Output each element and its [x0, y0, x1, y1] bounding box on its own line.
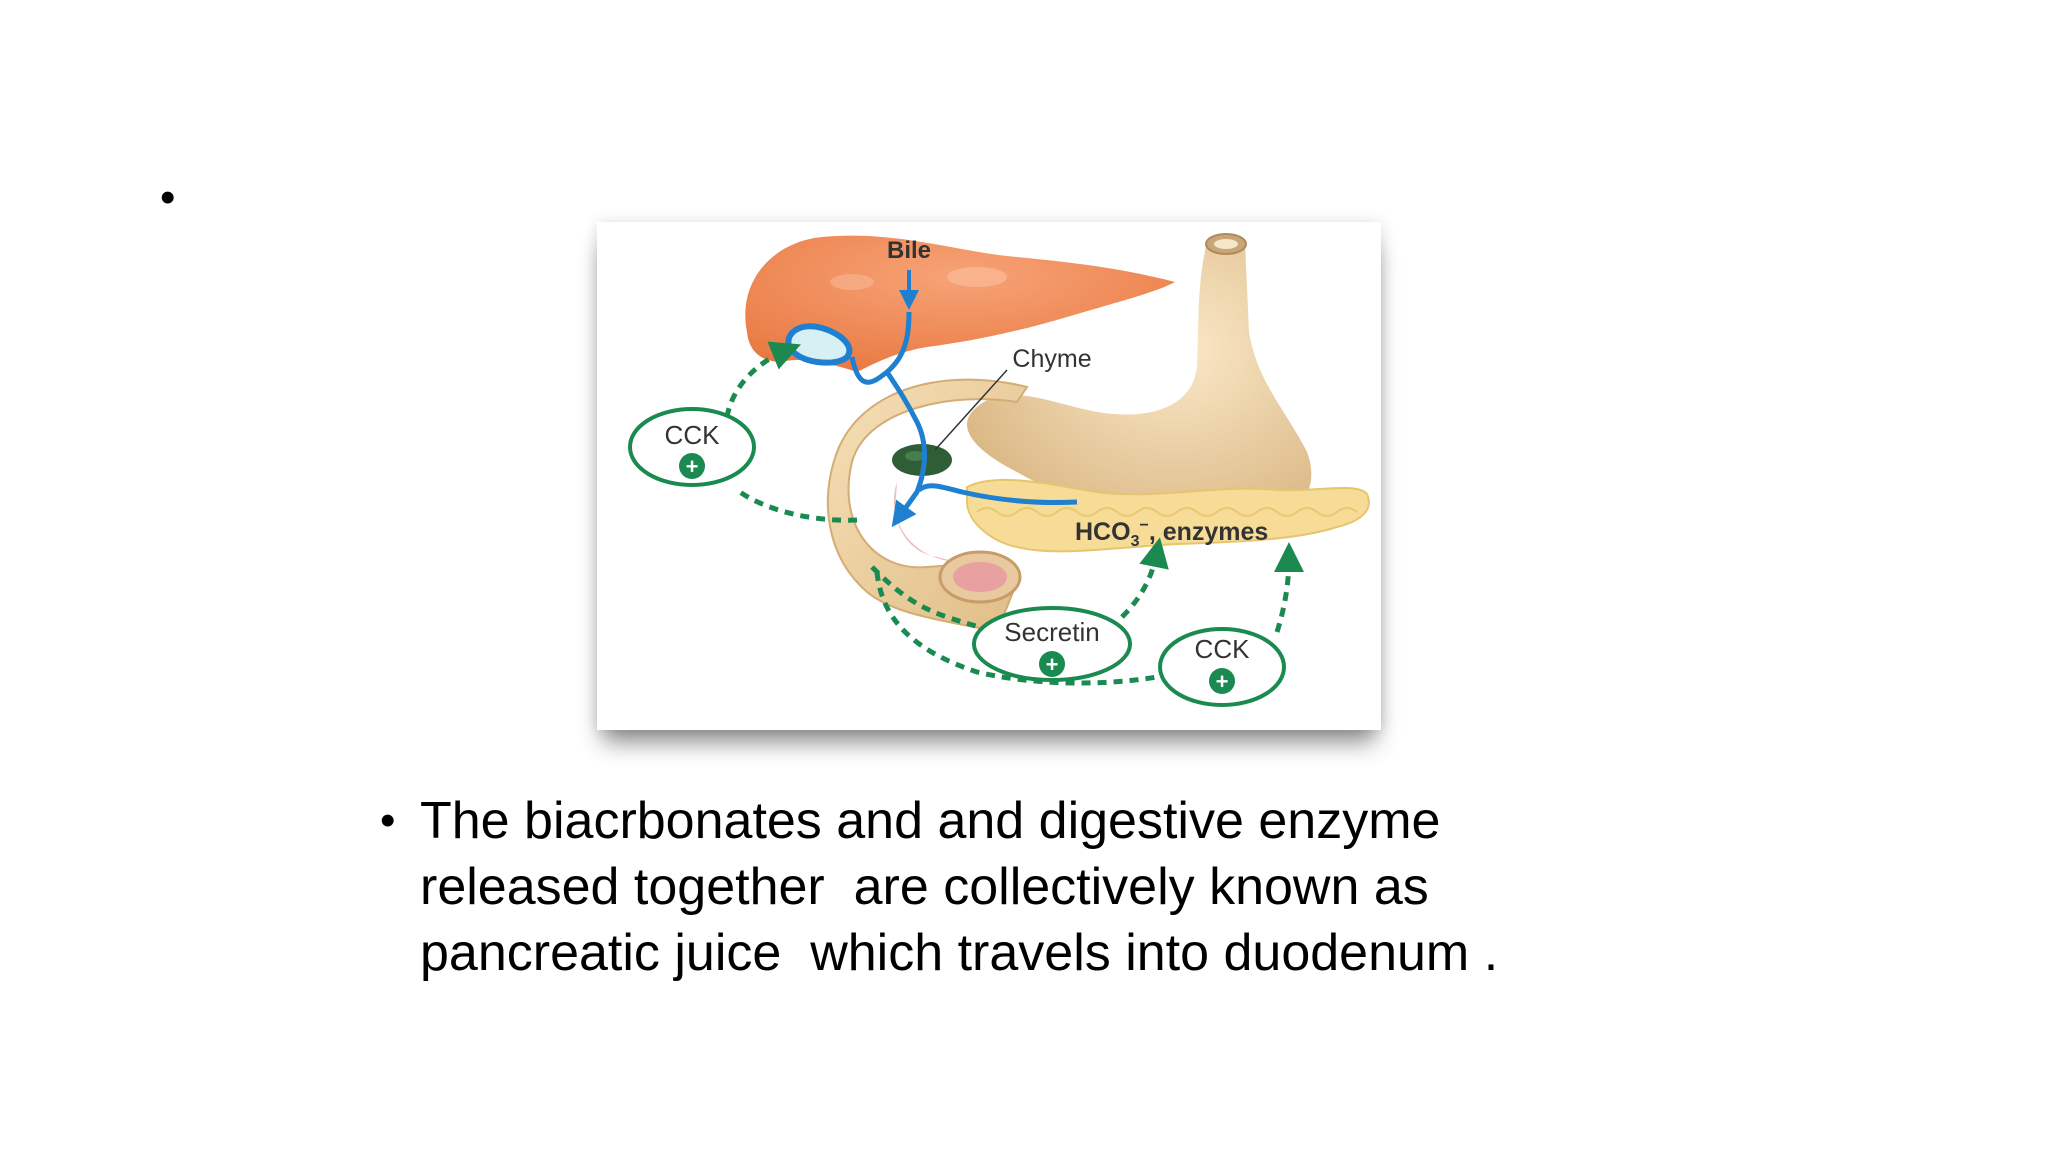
hco3-enzymes-label: HCO3−, enzymes [1075, 517, 1268, 550]
pancreatic-duct [917, 483, 1078, 506]
secretin-to-pancreas-path [1120, 537, 1169, 619]
cck-left-label: CCK [665, 420, 721, 450]
stomach-shape [966, 233, 1312, 523]
cck-right-label: CCK [1195, 634, 1251, 664]
bullet-line-2: released together are collectively known… [420, 858, 1429, 916]
bullet-item: • The biacrbonates and and digestive enz… [380, 788, 1680, 986]
plus-icon: + [1216, 669, 1229, 694]
cck-right-badge: CCK + [1158, 627, 1286, 707]
cck-to-gallbladder-path [724, 341, 801, 418]
plus-icon: + [686, 454, 699, 479]
plus-icon: + [1046, 652, 1059, 677]
bullet-line-3: pancreatic juice which travels into duod… [420, 924, 1499, 982]
chyme-label: Chyme [1012, 345, 1091, 373]
secretin-badge: Secretin + [972, 606, 1132, 682]
digestion-figure: CCK + Secretin + CCK + Bile Chyme HCO3 [597, 222, 1381, 730]
liver-shape [745, 235, 1175, 372]
gallbladder-shape [785, 323, 853, 366]
bile-label: Bile [887, 237, 931, 264]
cck-to-pancreas-path [1273, 542, 1304, 633]
duodenum-to-cck-path [735, 487, 858, 523]
stray-bullet: • [160, 173, 176, 222]
pancreas-diagram: CCK + Secretin + CCK + Bile Chyme HCO3 [628, 233, 1370, 707]
bullet-marker: • [380, 796, 396, 845]
cck-left-badge: CCK + [628, 407, 756, 487]
bullet-list: • The biacrbonates and and digestive enz… [380, 788, 1680, 986]
bullet-line-1: The biacrbonates and and digestive enzym… [420, 792, 1441, 850]
secretin-label: Secretin [1004, 617, 1099, 647]
